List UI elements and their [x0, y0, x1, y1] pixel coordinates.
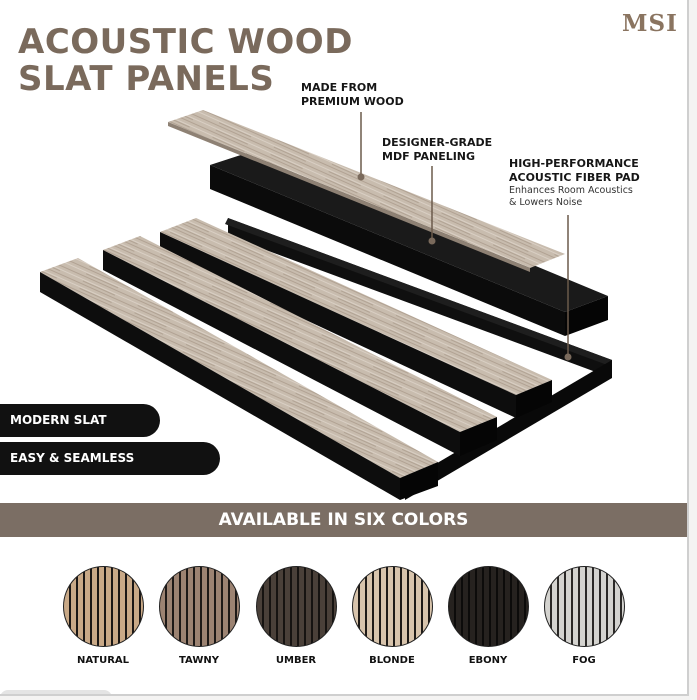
slat-1 — [40, 258, 438, 500]
callout-fiber-pad-sub-1: Enhances Room Acoustics — [509, 185, 633, 196]
callout-mdf: DESIGNER-GRADE MDF PANELING — [382, 136, 492, 164]
swatch-tawny — [159, 566, 240, 647]
swatch-natural — [63, 566, 144, 647]
swatch-label-fog: FOG — [572, 655, 596, 666]
callout-premium-wood-line-2: PREMIUM WOOD — [301, 95, 404, 108]
swatch-ebony — [448, 566, 529, 647]
feature-modern-slat-design: MODERN SLAT DESIGN — [0, 404, 160, 460]
swatch-fog — [544, 566, 625, 647]
swatch-label-natural: NATURAL — [76, 655, 130, 666]
wood-veneer — [168, 110, 565, 272]
swatch-umber — [256, 566, 337, 647]
callout-leaders — [357, 112, 572, 361]
swatch-label-ebony: EBONY — [468, 655, 508, 666]
bottom-tab — [0, 690, 112, 694]
callout-fiber-pad: HIGH-PERFORMANCE ACOUSTIC FIBER PAD Enha… — [509, 157, 640, 209]
title-line-1: ACOUSTIC WOOD — [18, 22, 353, 62]
callout-premium-wood: MADE FROM PREMIUM WOOD — [301, 81, 404, 109]
page-title: ACOUSTIC WOOD SLAT PANELS — [18, 24, 353, 98]
callout-fiber-pad-line-2: ACOUSTIC FIBER PAD — [509, 171, 640, 184]
swatch-label-blonde: BLONDE — [369, 655, 415, 666]
callout-fiber-pad-line-1: HIGH-PERFORMANCE — [509, 157, 639, 170]
swatch-label-tawny: TAWNY — [179, 655, 219, 666]
colors-banner: AVAILABLE IN SIX COLORS — [0, 503, 687, 537]
callout-fiber-pad-sub-2: & Lowers Noise — [509, 197, 583, 208]
swatch-blonde — [352, 566, 433, 647]
callout-mdf-line-1: DESIGNER-GRADE — [382, 136, 493, 149]
callout-premium-wood-line-1: MADE FROM — [301, 81, 378, 94]
slat-3 — [160, 218, 552, 418]
feature-easy-installation: EASY & SEAMLESS INSTALLATION — [0, 442, 220, 498]
callout-mdf-line-2: MDF PANELING — [382, 150, 476, 163]
slat-panel-illustration — [40, 110, 612, 500]
swatch-label-umber: UMBER — [275, 655, 317, 666]
acoustic-fiber-pad — [225, 218, 612, 500]
brand-logo: MSI — [622, 10, 678, 37]
slat-2 — [103, 236, 497, 456]
title-line-2: SLAT PANELS — [18, 59, 275, 99]
mdf-backer — [210, 150, 608, 336]
